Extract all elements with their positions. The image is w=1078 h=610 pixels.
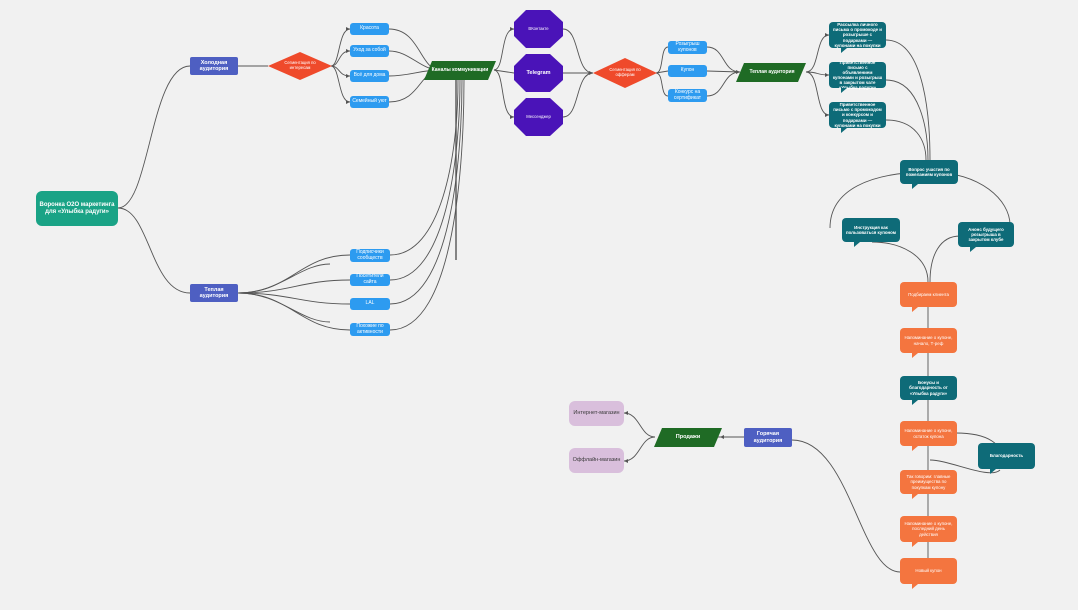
cold-diamond-label: Сегментация по интересам — [284, 60, 316, 70]
edge-sales-s2 — [623, 436, 656, 462]
edge-t3-after — [885, 119, 927, 161]
platform-3-label[interactable]: Мессенджер — [526, 113, 551, 119]
orange-step-3[interactable]: Напоминание о купоне, остаток купона — [900, 421, 957, 451]
sales-label[interactable]: Продажи — [675, 434, 701, 441]
warm-channel-2[interactable]: Посетители сайта — [350, 273, 390, 286]
edge-w3-comm — [389, 79, 463, 305]
cold-channel-4[interactable]: Семейный уют — [350, 96, 389, 108]
edge-w4-comm — [389, 79, 465, 331]
edge-w1-comm — [389, 79, 459, 256]
platform-octagon-2 — [514, 54, 563, 92]
edge-comm-p2 — [493, 69, 515, 74]
warm-target-parallelogram — [736, 63, 806, 82]
edge-warm-w1 — [237, 254, 351, 294]
branch-right-announce[interactable]: Анонс будущего розыгрыша в закрытом клуб… — [958, 222, 1014, 252]
warm-target-label[interactable]: Теплая аудитория — [749, 68, 795, 75]
branch-left-instructions[interactable]: Инструкция как пользоваться купоном — [842, 218, 900, 247]
hot-audience[interactable]: Горячая аудитория — [744, 428, 792, 447]
orange-step-6[interactable]: Новый купон — [900, 558, 957, 589]
edge-warm-w5 — [237, 292, 331, 323]
teal-message-2[interactable]: Приветственное письмо с объявлением купо… — [829, 60, 886, 93]
funnel-root[interactable]: Воронка O2O маркетинга для «Улыбка радуг… — [36, 191, 118, 226]
after-purchase[interactable]: Вопрос участия по пожеланиям купонов — [900, 160, 958, 189]
teal-message-3[interactable]: Приветственное письмо с промокодом и кон… — [829, 102, 886, 133]
edge-target-t3 — [805, 71, 830, 116]
funnel-root-label: Воронка O2O маркетинга для «Улыбка радуг… — [39, 201, 115, 215]
offer-diamond-label: Сегментация по офферам — [609, 67, 641, 77]
orange-step-2[interactable]: Напоминание о купоне, начало, Т-реф — [900, 328, 957, 358]
edge-target-t1 — [805, 34, 830, 73]
edge-loop-back — [929, 459, 1001, 474]
edge-diamond-c4 — [330, 65, 351, 103]
edge-o3-target — [706, 71, 741, 97]
offer-3[interactable]: Конкурс на сертификат — [668, 89, 707, 102]
edge-offer-o3 — [655, 72, 669, 97]
edge-warm-w2 — [237, 279, 351, 294]
teal-step-bonus[interactable]: Бонусы и благодарность от «Улыбка радуги… — [900, 376, 957, 405]
edge-comm-p3 — [493, 69, 515, 118]
warm-channel-4[interactable]: Похожие по активности — [350, 323, 390, 336]
edge-sales-s1 — [623, 412, 656, 438]
edge-diamond-c1 — [330, 28, 351, 67]
edge-offer-o1 — [655, 46, 669, 74]
sales-channel-offline[interactable]: Оффлайн-магазин — [569, 448, 624, 473]
sales-parallelogram — [654, 428, 722, 447]
offer-2[interactable]: Купон — [668, 65, 707, 77]
comm-channels-parallelogram — [424, 61, 496, 80]
orange-step-5[interactable]: Напоминание о купоне, последний день дей… — [900, 516, 957, 547]
cold-channel-2[interactable]: Уход за собой — [350, 45, 389, 57]
orange-step-4[interactable]: Так говорим: главные преимущества по пок… — [900, 470, 957, 499]
cold-channel-3[interactable]: Всё для дома — [350, 70, 389, 82]
edge-right-orange — [929, 235, 961, 283]
platform-2-label[interactable]: Telegram — [526, 69, 551, 76]
edge-w2-comm — [389, 79, 461, 281]
warm-audience[interactable]: Теплая аудитория — [190, 284, 238, 302]
edge-new-hot — [791, 439, 901, 573]
warm-channel-3[interactable]: LAL — [350, 298, 390, 310]
edge-p1-offer — [562, 28, 594, 74]
teal-message-1[interactable]: Рассылка личного письма о промокоде и ро… — [829, 22, 886, 53]
edge-o2-target — [706, 70, 741, 73]
hot-audience-label: Горячая аудитория — [753, 431, 783, 444]
edge-o1-target — [706, 46, 741, 73]
orange-step-1[interactable]: Подбираем клиента — [900, 282, 957, 312]
cold-audience-label: Холодная аудитория — [199, 59, 229, 72]
platform-octagon-1 — [514, 10, 563, 48]
platform-1-label[interactable]: ВКонтакте — [528, 25, 549, 31]
cold-audience[interactable]: Холодная аудитория — [190, 57, 238, 75]
platform-octagon-3 — [514, 98, 563, 136]
offer-1[interactable]: Розыгрыш купонов — [668, 41, 707, 54]
edge-root-warm — [117, 207, 191, 294]
edge-offer-o2 — [655, 70, 669, 74]
sales-channel-online[interactable]: Интернет-магазин — [569, 401, 624, 426]
edge-comm-p1 — [493, 28, 515, 71]
comm-channels-label[interactable]: Каналы коммуникации — [431, 66, 489, 73]
warm-audience-label: Теплая аудитория — [199, 286, 229, 299]
loop-sticky[interactable]: Благодарность — [978, 443, 1035, 474]
edge-t1-after — [885, 39, 931, 161]
edge-root-cold — [117, 65, 191, 209]
warm-channel-1[interactable]: Подписчики сообществ — [350, 249, 390, 262]
offer-segment-diamond — [593, 58, 657, 88]
edge-t2-after — [885, 79, 929, 161]
edge-warm-w3 — [237, 292, 351, 305]
cold-channel-1[interactable]: Красота — [350, 23, 389, 35]
edge-left-orange — [871, 241, 929, 283]
edge-p3-offer — [562, 72, 594, 118]
edge-warm-w6 — [237, 263, 331, 294]
cold-segment-diamond — [268, 52, 332, 80]
